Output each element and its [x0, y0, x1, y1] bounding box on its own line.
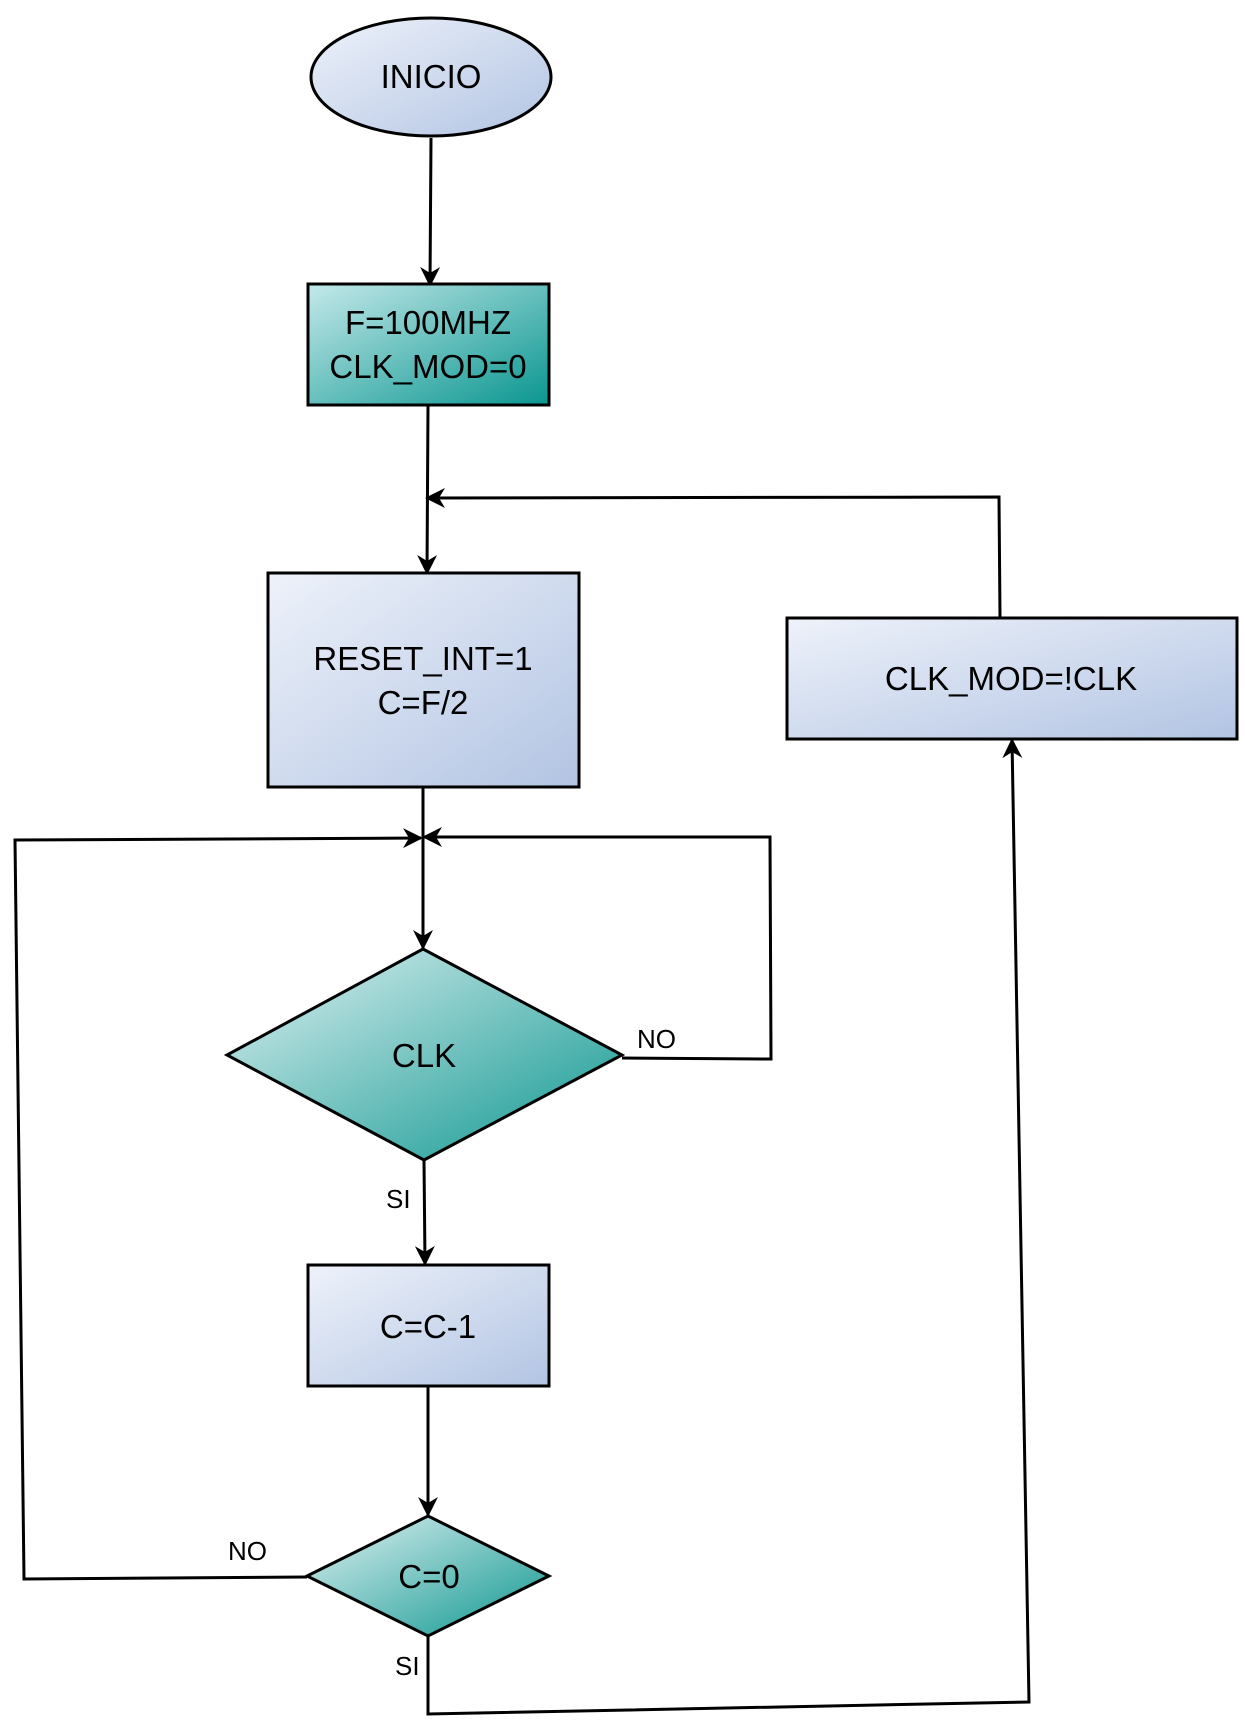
- edge-label-zero-no: NO: [228, 1536, 267, 1566]
- zero-decision-label: C=0: [398, 1558, 459, 1595]
- reset-label-line2: C=F/2: [378, 684, 469, 721]
- node-inicio: INICIO: [309, 16, 553, 138]
- node-zero-decision: C=0: [303, 1514, 553, 1638]
- node-init: F=100MHZ CLK_MOD=0: [306, 282, 551, 407]
- inicio-label: INICIO: [381, 58, 482, 95]
- edge-clk-si-to-decrement: [414, 1159, 435, 1266]
- node-reset: RESET_INT=1 C=F/2: [266, 571, 581, 789]
- init-label-line1: F=100MHZ: [345, 304, 511, 341]
- node-decrement: C=C-1: [306, 1263, 551, 1388]
- edge-zero-si-to-toggle: [426, 738, 1031, 1716]
- node-toggle: CLK_MOD=!CLK: [785, 616, 1239, 741]
- edge-toggle-loop-back: [425, 487, 1002, 618]
- node-clk-decision: CLK: [223, 947, 626, 1162]
- edge-label-clk-si: SI: [386, 1184, 411, 1214]
- init-label-line2: CLK_MOD=0: [329, 348, 526, 385]
- edge-zero-no-loop: [13, 828, 423, 1581]
- clk-decision-label: CLK: [392, 1037, 456, 1074]
- edge-init-to-reset: [417, 404, 438, 575]
- edge-inicio-to-init: [420, 137, 441, 287]
- edges: [13, 137, 1031, 1716]
- edge-label-zero-si: SI: [395, 1651, 420, 1681]
- edge-label-clk-no: NO: [637, 1024, 676, 1054]
- decrement-label: C=C-1: [380, 1308, 476, 1345]
- edge-clk-no-loop: [422, 827, 773, 1061]
- toggle-label: CLK_MOD=!CLK: [885, 660, 1137, 697]
- reset-label-line1: RESET_INT=1: [313, 640, 532, 677]
